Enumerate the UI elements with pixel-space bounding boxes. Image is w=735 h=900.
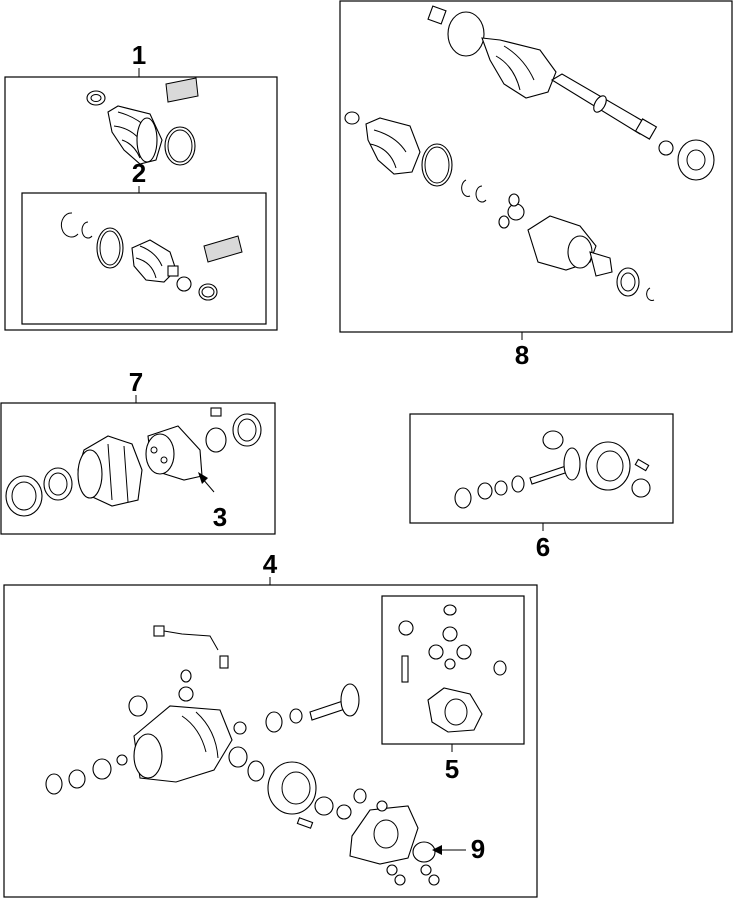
pinion-bearing [265,711,283,733]
mount-bushing [178,686,194,702]
seal-ring [616,267,640,297]
pinion-shaft [401,655,409,683]
callout-9[interactable]: 9 [471,834,485,864]
drain-gasket [394,874,406,886]
group-2-inner-boot-kit: 2 [21,158,267,325]
mount-left [128,695,148,717]
bearing-left-4 [92,758,112,780]
thrust-washer [493,660,507,676]
grease-packet [165,77,199,103]
washer-right [336,804,352,820]
callout-8[interactable]: 8 [515,340,529,370]
callout-4[interactable]: 4 [263,549,278,579]
boot-band [96,227,124,269]
shim [233,721,247,735]
stud-2 [428,874,440,886]
side-bearing [631,478,651,498]
seal-right [314,796,334,816]
pinion-bearing-small [454,487,472,509]
bolt [634,458,650,472]
drain-plug [386,864,398,876]
collar [205,427,227,453]
rear-cover [349,805,419,865]
snap-ring-a [461,179,471,197]
group-5-differential-case: 5 [381,595,525,784]
boot-clamp-large [164,126,196,166]
oil-seal-left [45,773,63,795]
small-clamp [176,276,192,292]
band-ring [421,143,453,187]
outer-cv-joint [427,5,557,99]
breather-fitting [219,655,229,669]
group-6-frame [409,413,674,524]
callout-9-arrow [432,845,442,855]
clip-right [658,140,674,156]
drive-pinion [529,447,581,485]
spider-gears [428,626,472,670]
ring-gear [585,441,631,491]
inner-cv-housing [527,215,613,277]
callout-5[interactable]: 5 [445,754,459,784]
callout-1[interactable]: 1 [132,40,146,70]
cv-boot [107,105,163,165]
group-8-axle-shaft: 8 [339,0,733,370]
oil-seal [232,413,262,447]
tripod-joint [498,193,525,229]
group-7-case: 7 3 [0,367,276,535]
grease-packet-2 [203,235,243,263]
group-1-frame [4,76,278,331]
nut [511,475,525,493]
race-right [247,760,265,782]
snap-ring-2 [81,221,93,239]
spacer [477,482,493,500]
boot-clamp-small [86,90,106,106]
bearing-right [228,746,248,768]
slinger [68,769,86,789]
group-7-frame [0,402,276,535]
bearing-left [43,467,73,501]
pinion-spacer [289,708,303,724]
bearing-cup [542,430,564,450]
axle-bar [550,73,658,140]
snap-ring-1 [60,212,79,238]
input-pinion [309,683,360,721]
washer [494,480,508,496]
callout-7[interactable]: 7 [129,367,143,397]
plug-right [353,788,367,804]
callout-6[interactable]: 6 [536,532,550,562]
cover-bolt [296,817,314,829]
cover-seal [267,761,317,815]
plug [210,407,222,417]
outer-boot [365,117,421,175]
group-5-frame [381,595,525,745]
diff-case [427,687,483,733]
side-gear-washer [398,620,414,636]
clamp-left [344,111,360,125]
dust-deflector [677,139,715,181]
callout-3-arrow [198,472,208,484]
side-seal [412,841,436,863]
circlip [646,287,655,301]
group-4-differential: 4 [3,549,538,898]
differential-carrier [133,705,233,783]
breather-hose [157,629,219,651]
stud-1 [420,864,432,876]
group-1-boot-kit: 1 [4,40,278,331]
callout-3[interactable]: 3 [213,502,227,532]
top-cap [443,604,457,616]
group-6-pinion: 6 [409,413,674,562]
nut-left [116,754,128,766]
drive-flange [145,425,203,481]
snap-ring-b [475,185,487,203]
transfer-case-housing [77,435,143,507]
inner-cv-boot [131,239,179,283]
bushing-top [180,669,192,683]
group-8-frame [339,0,733,333]
clamp-ring [198,283,218,301]
group-2-frame [21,192,267,325]
filler-plug [376,800,388,812]
callout-2[interactable]: 2 [132,158,146,188]
breather-plug [153,625,165,637]
